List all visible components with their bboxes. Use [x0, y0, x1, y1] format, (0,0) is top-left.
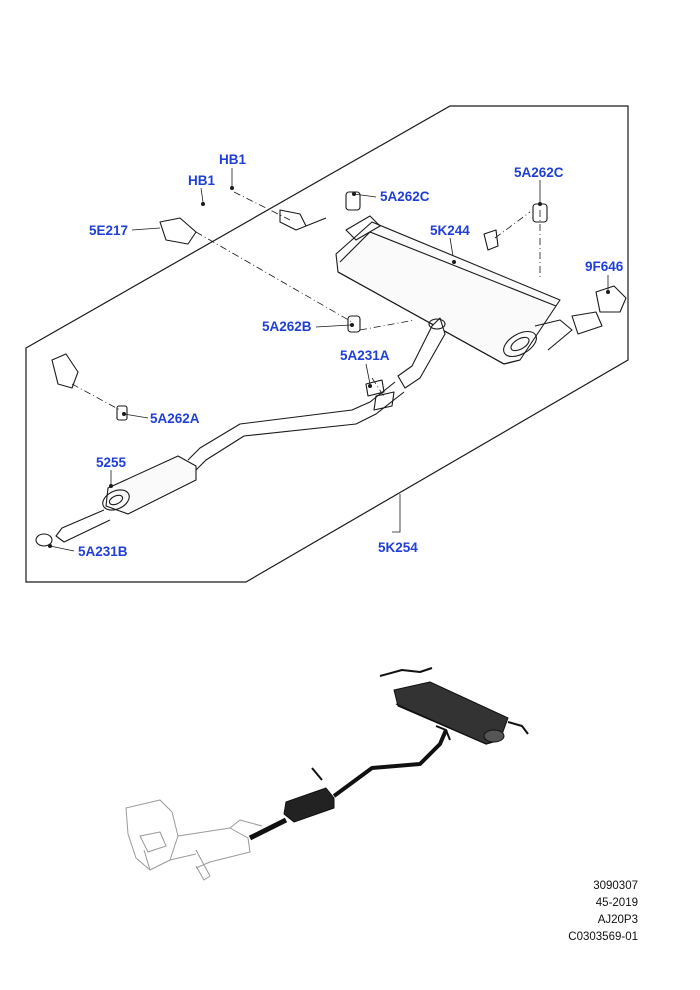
callout-5a262b: 5A262B — [262, 319, 312, 334]
callout-9f646: 9F646 — [585, 259, 624, 274]
assembly-lines — [71, 191, 541, 411]
exploded-view-frame — [25, 105, 629, 583]
anchor-dots — [48, 186, 610, 548]
callout-5k254: 5K254 — [378, 540, 418, 555]
callout-5e217: 5E217 — [89, 223, 128, 238]
callout-5k244: 5K244 — [430, 223, 470, 238]
callout-5a262c-right: 5A262C — [514, 165, 564, 180]
exhaust-system-drawing — [35, 191, 627, 547]
callout-5a262a: 5A262A — [150, 411, 200, 426]
reference-line-4: C0303569-01 — [568, 931, 638, 943]
callout-hb1: HB1 — [188, 173, 215, 188]
callout-5a262c-left: 5A262C — [380, 189, 430, 204]
reference-line-2: 45-2019 — [595, 897, 638, 909]
callout-5a231a: 5A231A — [340, 348, 390, 363]
overview-drawing — [125, 667, 529, 881]
callout-5255: 5255 — [96, 455, 127, 470]
leader-lines — [49, 168, 609, 552]
callout-5a231b: 5A231B — [78, 544, 128, 559]
reference-line-3: AJ20P3 — [597, 914, 638, 926]
reference-line-1: 3090307 — [593, 880, 638, 892]
reference-codes: 3090307 45-2019 AJ20P3 C0303569-01 — [568, 878, 638, 946]
callout-hb1-top: HB1 — [219, 152, 246, 167]
